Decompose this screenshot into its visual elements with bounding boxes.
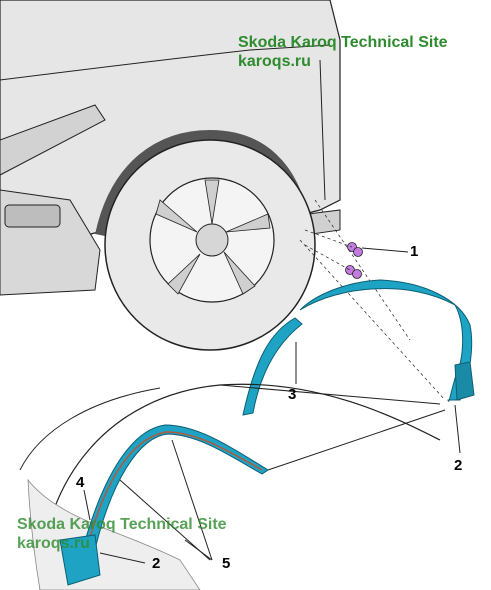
clip-set <box>345 242 363 279</box>
door-line <box>319 59 326 201</box>
wheel-arch-trim <box>299 279 473 402</box>
wheel <box>104 139 316 351</box>
callout-3: 3 <box>288 386 297 403</box>
callout-2-detail: 2 <box>152 555 161 572</box>
callout-5: 5 <box>222 555 231 572</box>
watermark-title: Skoda Karoq Technical Site <box>17 516 227 533</box>
detail-lower-clip <box>59 534 101 586</box>
watermark-url: karoqs.ru <box>238 53 311 70</box>
watermark-title: Skoda Karoq Technical Site <box>238 34 448 51</box>
watermark-bottom: Skoda Karoq Technical Site karoqs.ru <box>17 515 227 553</box>
watermark-top: Skoda Karoq Technical Site karoqs.ru <box>238 33 448 71</box>
headlight <box>0 104 106 176</box>
detail-view <box>19 383 446 590</box>
callout-2: 2 <box>454 457 463 474</box>
detail-trim-profile <box>79 424 269 563</box>
leader-lines <box>295 247 461 454</box>
watermark-url: karoqs.ru <box>17 535 90 552</box>
trim-lower-block <box>454 361 475 401</box>
mounting-guide-lines <box>299 199 446 401</box>
hood-edge <box>0 44 331 81</box>
detail-adhesive-strip <box>87 431 263 546</box>
trim-end-piece <box>242 317 303 416</box>
callout-1: 1 <box>410 243 419 260</box>
callout-4: 4 <box>76 474 85 491</box>
fog-lamp <box>4 204 61 228</box>
